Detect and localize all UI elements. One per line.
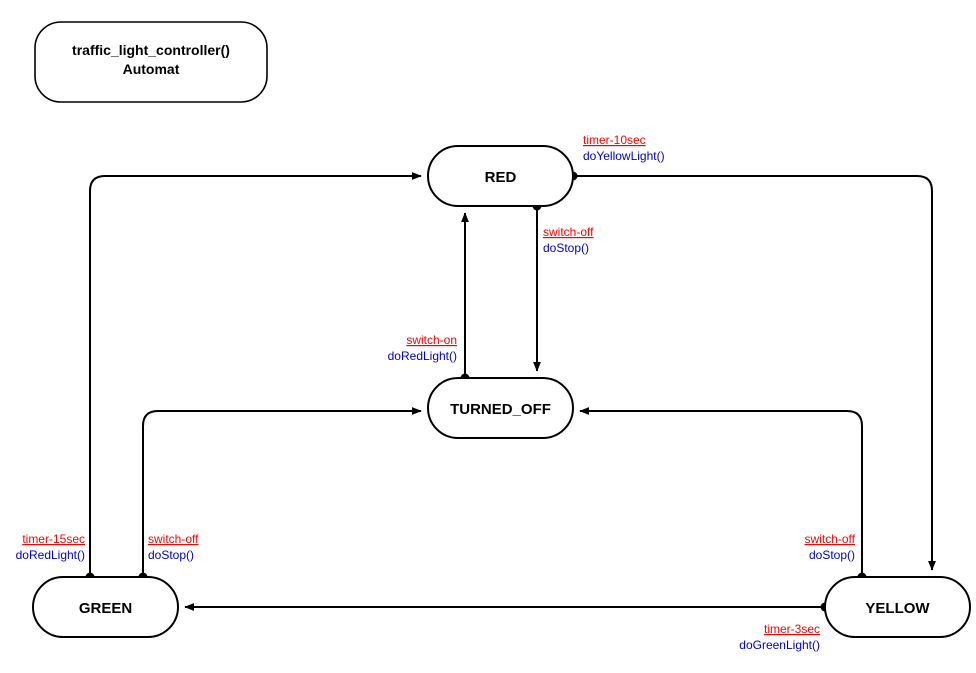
transition-label-yellow-to-turned-off: switch-off doStop()	[805, 532, 856, 562]
state-label-red: RED	[485, 169, 517, 186]
title-box: traffic_light_controller() Automat	[34, 21, 268, 103]
transition-action-turned-off-to-red: doRedLight()	[388, 349, 457, 363]
transition-event-yellow-to-turned-off: switch-off	[805, 532, 856, 546]
state-shape-red[interactable]	[427, 145, 574, 207]
transition-label-green-to-red: timer-15sec doRedLight()	[16, 532, 85, 562]
state-shape-yellow[interactable]	[824, 576, 971, 638]
state-node-red[interactable]: RED	[427, 145, 574, 207]
edge-red-to-yellow	[573, 175, 936, 571]
transition-event-green-to-turned-off: switch-off	[148, 532, 199, 546]
transition-action-yellow-to-green: doGreenLight()	[739, 638, 820, 652]
state-shape-turned-off[interactable]	[427, 377, 574, 439]
transition-event-red-to-turned-off: switch-off	[543, 225, 594, 239]
state-shape-green[interactable]	[32, 576, 179, 638]
transition-label-yellow-to-green: timer-3sec doGreenLight()	[739, 622, 820, 652]
title-line-1: traffic_light_controller()	[72, 42, 230, 58]
state-node-yellow[interactable]: YELLOW	[824, 576, 971, 638]
transition-action-red-to-turned-off: doStop()	[543, 241, 589, 255]
transition-action-yellow-to-turned-off: doStop()	[809, 548, 855, 562]
edge-green-to-red	[89, 172, 422, 577]
state-label-yellow: YELLOW	[865, 600, 930, 617]
transition-label-turned-off-to-red: switch-on doRedLight()	[388, 333, 457, 363]
transition-action-green-to-turned-off: doStop()	[148, 548, 194, 562]
transition-action-green-to-red: doRedLight()	[16, 548, 85, 562]
transition-event-yellow-to-green: timer-3sec	[764, 622, 820, 636]
edge-green-to-turned-off	[142, 407, 422, 577]
transition-event-red-to-yellow: timer-10sec	[583, 133, 646, 147]
transition-label-red-to-turned-off: switch-off doStop()	[543, 225, 594, 255]
edge-yellow-to-turned-off	[579, 407, 863, 577]
state-label-turned-off: TURNED_OFF	[450, 401, 551, 418]
state-label-green: GREEN	[79, 600, 132, 617]
state-node-turned-off[interactable]: TURNED_OFF	[427, 377, 574, 439]
transition-label-green-to-turned-off: switch-off doStop()	[148, 532, 199, 562]
title-box-shape	[34, 21, 268, 103]
state-node-green[interactable]: GREEN	[32, 576, 179, 638]
transition-action-red-to-yellow: doYellowLight()	[583, 149, 665, 163]
transition-event-turned-off-to-red: switch-on	[406, 333, 457, 347]
transition-label-red-to-yellow: timer-10sec doYellowLight()	[583, 133, 665, 163]
title-line-2: Automat	[123, 61, 180, 77]
transition-event-green-to-red: timer-15sec	[22, 532, 85, 546]
